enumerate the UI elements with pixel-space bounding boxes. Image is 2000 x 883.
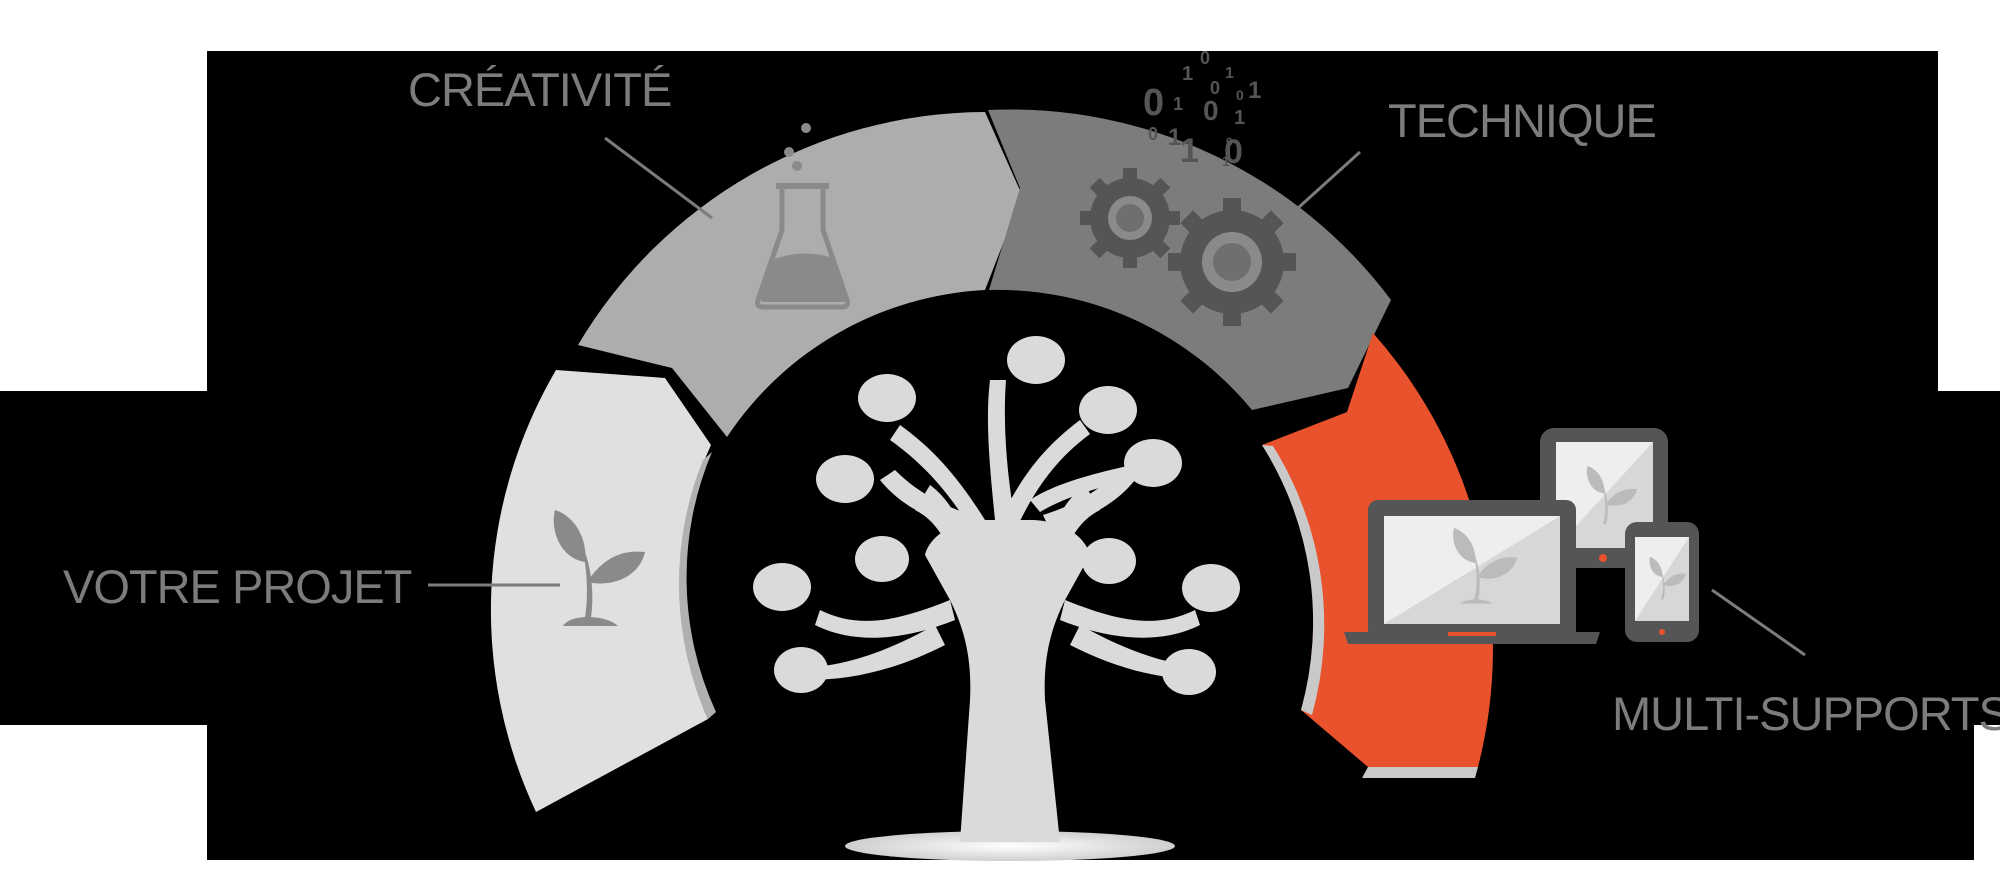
label-multi-supports: MULTI-SUPPORTS: [1612, 687, 2000, 740]
label-creativite: CRÉATIVITÉ: [408, 63, 672, 116]
callout-lines: [428, 136, 1806, 657]
segment-shadow-left: [678, 452, 716, 719]
tree-leaf: [858, 374, 916, 422]
binary-digit: 0: [1203, 95, 1219, 126]
flask-icon: [755, 123, 850, 310]
tree-leaf: [1079, 386, 1137, 434]
sprout-icon: [553, 510, 645, 626]
tree-leaf: [1162, 649, 1216, 695]
tree-leaf: [753, 563, 811, 611]
callout-line-creativite: [604, 136, 713, 220]
binary-digit: 0: [1236, 87, 1244, 103]
binary-digit: 0: [1226, 135, 1233, 149]
binary-digit: 1: [1222, 153, 1230, 169]
tree-leaf: [1082, 538, 1136, 584]
binary-digit: 0: [1200, 48, 1210, 68]
tree-leaf: [1007, 336, 1065, 384]
tree-leaf: [855, 536, 909, 582]
binary-digit: 0: [1210, 78, 1220, 98]
tree-icon: [753, 336, 1240, 861]
callout-line-technique: [1296, 150, 1362, 210]
gears-icon: [1080, 168, 1296, 326]
tree-leaf: [1182, 564, 1240, 612]
binary-digit: 1: [1248, 77, 1261, 104]
tree-shadow: [845, 831, 1175, 861]
binary-digit: 0: [1143, 82, 1164, 124]
binary-digit: 0: [1148, 124, 1158, 144]
devices-icon: [1344, 428, 1699, 644]
label-technique: TECHNIQUE: [1388, 94, 1657, 147]
segment-shadow-right: [1262, 445, 1325, 715]
tree-leaf: [774, 647, 828, 693]
label-votre-projet: VOTRE PROJET: [63, 560, 412, 613]
segment-votre-projet: [490, 370, 711, 812]
binary-digit: 1: [1234, 107, 1245, 129]
binary-digit: 1: [1180, 132, 1199, 170]
binary-digits-icon: 0 1 0 1 0 1 0 0 1 0 1 1 1 0 1: [1143, 48, 1261, 170]
tree-leaf: [816, 455, 874, 503]
binary-digit: 1: [1168, 124, 1181, 151]
binary-digit: 1: [1225, 65, 1234, 82]
binary-digit-large: 0: [1224, 133, 1243, 171]
segment-shadow-bottom: [1362, 767, 1478, 778]
callout-line-multi-supports: [1711, 588, 1806, 657]
binary-digit: 1: [1182, 63, 1193, 85]
binary-digit: 1: [1173, 94, 1183, 114]
tree-leaf: [1124, 439, 1182, 487]
